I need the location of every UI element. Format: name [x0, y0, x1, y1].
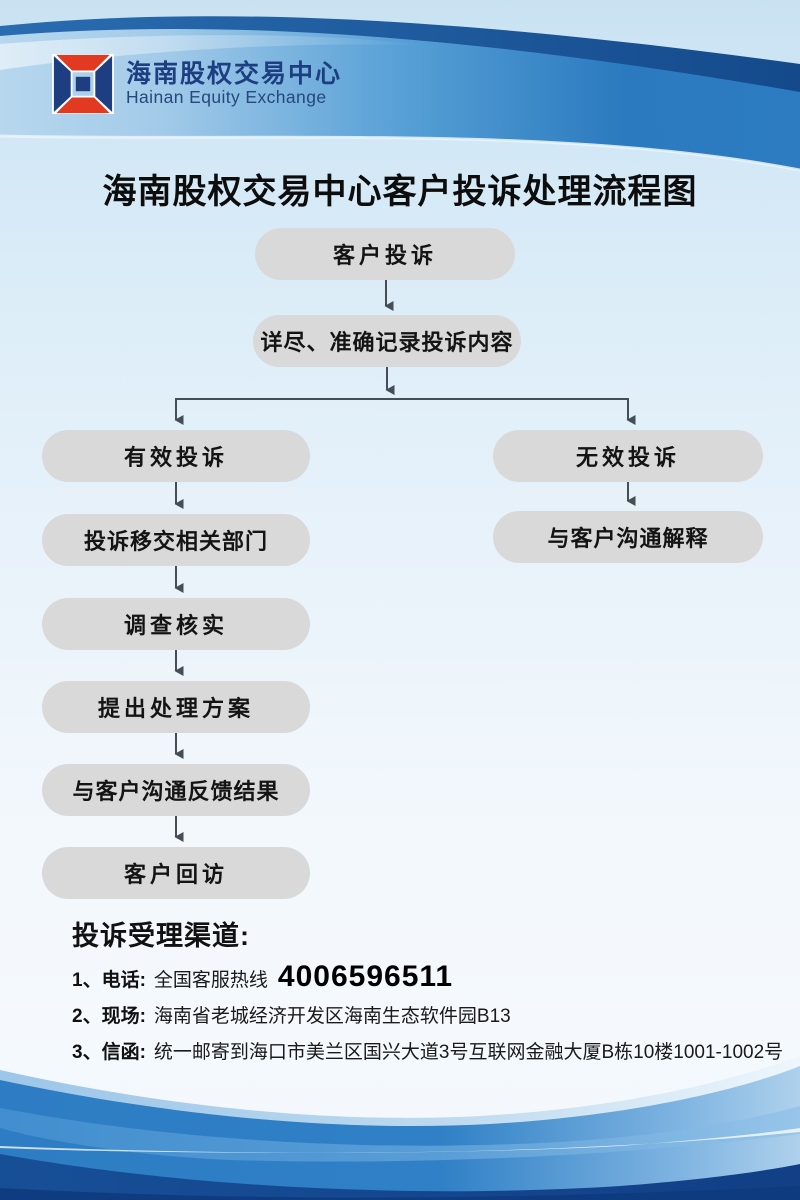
channel-mail-label: 3、信函: [72, 1042, 146, 1063]
flow-node-propose-solution: 提出处理方案 [42, 681, 310, 733]
flow-node-invalid-complaint: 无效投诉 [493, 430, 763, 482]
brand-logo-icon [52, 54, 114, 114]
brand-logo: 海南股权交易中心 Hainan Equity Exchange [52, 54, 352, 116]
flow-node-record: 详尽、准确记录投诉内容 [253, 315, 521, 367]
channel-mail-row: 3、信函: 统一邮寄到海口市美兰区国兴大道3号互联网金融大厦B栋10楼1001-… [72, 1037, 783, 1064]
flow-node-start: 客户投诉 [255, 228, 515, 280]
flow-node-investigate: 调查核实 [42, 598, 310, 650]
channel-onsite-text: 海南省老城经济开发区海南生态软件园B13 [153, 1006, 511, 1027]
flow-node-feedback-result: 与客户沟通反馈结果 [42, 764, 310, 816]
flow-node-valid-complaint: 有效投诉 [42, 430, 310, 482]
channel-phone-row: 1、电话: 全国客服热线 4006596511 [72, 960, 453, 994]
channel-mail-text: 统一邮寄到海口市美兰区国兴大道3号互联网金融大厦B栋10楼1001-1002号 [153, 1042, 784, 1063]
channel-onsite-label: 2、现场: [72, 1006, 146, 1027]
flow-node-explain-to-customer: 与客户沟通解释 [493, 511, 763, 563]
channel-phone-label: 1、电话: [72, 970, 146, 991]
channel-onsite-row: 2、现场: 海南省老城经济开发区海南生态软件园B13 [72, 1001, 511, 1028]
channel-phone-number: 4006596511 [277, 960, 454, 993]
flow-node-transfer-department: 投诉移交相关部门 [42, 514, 310, 566]
footer-swoosh [0, 1056, 800, 1200]
page-title: 海南股权交易中心客户投诉处理流程图 [102, 174, 698, 211]
channel-phone-text: 全国客服热线 [153, 970, 268, 991]
brand-name-cn: 海南股权交易中心 [126, 60, 343, 88]
channels-heading: 投诉受理渠道: [72, 921, 250, 951]
header-swoosh [0, 16, 800, 172]
brand-name-en: Hainan Equity Exchange [126, 87, 327, 108]
flow-node-customer-revisit: 客户回访 [42, 847, 310, 899]
brand-name: 海南股权交易中心 Hainan Equity Exchange [126, 54, 342, 116]
